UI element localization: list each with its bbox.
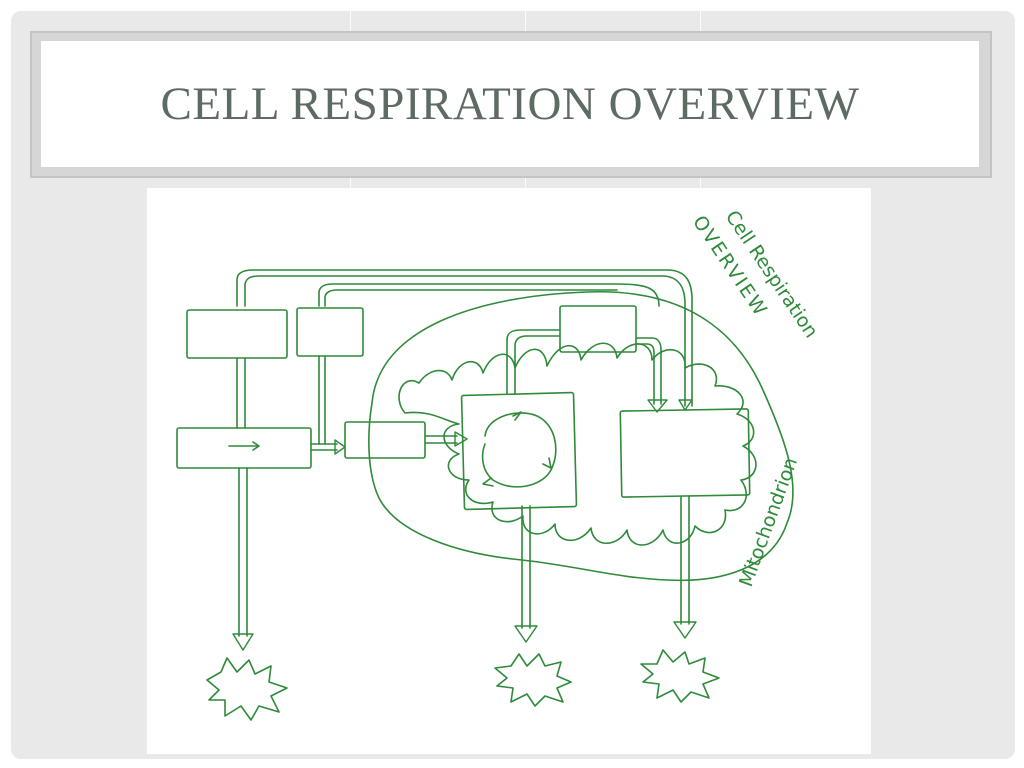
box-glycolysis-top-left (186, 309, 288, 359)
box-krebs-cycle (460, 391, 578, 511)
mitochondrion-outer-membrane (368, 291, 794, 582)
atp-starburst-left (206, 657, 288, 721)
box-glycolysis (176, 427, 312, 469)
double-arrow (424, 435, 458, 444)
top-loop-arrow (318, 283, 660, 307)
cell-respiration-diagram: Cell Respiration OVERVIEW Mitochondrion (147, 188, 871, 754)
cycle-arrowhead (542, 457, 552, 469)
box-glycolysis-top-right (296, 307, 364, 357)
box-electron-carriers (559, 305, 637, 353)
top-loop-arrow (244, 275, 686, 407)
title-box: CELL RESPIRATION OVERVIEW (41, 41, 979, 167)
box-electron-transport-chain (619, 408, 751, 498)
atp-starburst-right (640, 649, 720, 703)
cycle-arrowhead (482, 477, 494, 487)
box-pyruvate-oxidation (344, 421, 426, 459)
top-loop-arrow (236, 269, 693, 407)
mitochondrion-label: Mitochondrion (735, 455, 802, 590)
slide-title: CELL RESPIRATION OVERVIEW (160, 78, 860, 130)
atp-starburst-middle (494, 653, 572, 707)
cycle-arrowhead (512, 411, 522, 421)
down-arrow-left (238, 467, 248, 637)
top-loop-arrow (324, 289, 618, 307)
krebs-cycle-circle (481, 412, 557, 488)
down-arrow-right (680, 495, 690, 625)
mitochondrion-inner-membrane (398, 342, 757, 546)
down-arrow-middle (521, 505, 531, 629)
double-arrow (310, 443, 338, 451)
carrier-arrow (635, 337, 662, 405)
carrier-arrow (506, 329, 561, 395)
arrow-icon (228, 441, 260, 451)
carrier-arrow (514, 335, 561, 395)
vertical-arrow (318, 355, 326, 445)
vertical-arrow (236, 357, 246, 429)
